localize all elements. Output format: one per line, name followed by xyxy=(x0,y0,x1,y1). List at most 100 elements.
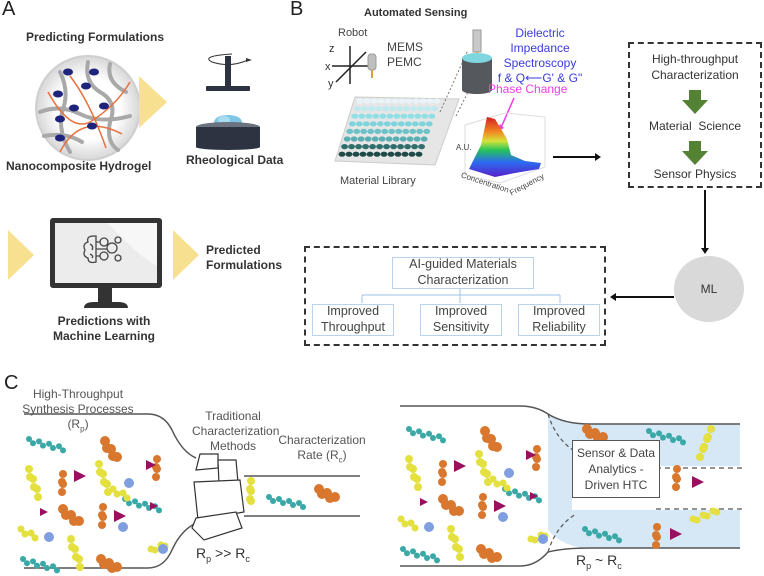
automated-sensing-title: Automated Sensing xyxy=(364,7,468,19)
synth-line2: Synthesis Processes (R xyxy=(22,402,134,431)
molecule-bead xyxy=(109,485,117,493)
molecule-bead xyxy=(40,560,46,567)
molecule-bead xyxy=(44,565,50,571)
molecule-bead xyxy=(119,489,127,497)
molecule-bead xyxy=(31,534,39,542)
well xyxy=(357,136,365,142)
well xyxy=(345,151,353,157)
molecule-bead xyxy=(286,498,292,504)
molecule-bead xyxy=(76,563,84,571)
well xyxy=(338,151,346,157)
molecule-bead xyxy=(424,555,430,561)
molecule-bead xyxy=(99,513,107,521)
molecule-bead xyxy=(420,550,426,557)
ai-guided-characterization-node: AI-guided Materials Characterization xyxy=(392,257,534,289)
molecule-bead xyxy=(650,432,656,439)
well xyxy=(376,144,383,150)
well xyxy=(390,121,398,127)
molecule-bead xyxy=(410,548,416,555)
well xyxy=(371,136,379,142)
well xyxy=(353,128,361,134)
molecule-triangle xyxy=(692,476,704,488)
well xyxy=(397,144,404,150)
panel-letter-b: B xyxy=(290,0,304,20)
dis-line2: Spectroscopy xyxy=(503,56,577,70)
ai-node-line1: AI-guided Materials xyxy=(409,257,517,272)
molecule-bead xyxy=(676,435,682,442)
molecule-bead xyxy=(410,430,416,437)
eq-left-a: R xyxy=(196,545,207,561)
pemc-label: PEMC xyxy=(387,55,422,69)
well xyxy=(350,136,358,142)
molecule-bead xyxy=(656,430,662,437)
molecule-bead xyxy=(414,552,420,559)
molecule-bead xyxy=(439,460,447,468)
molecule-bead xyxy=(672,483,680,491)
well xyxy=(420,136,428,142)
molecule-bead xyxy=(296,500,302,506)
well xyxy=(385,136,393,142)
molecule-bead xyxy=(653,523,661,531)
molecule-bead xyxy=(532,463,540,471)
improved-reliability-node: Improved Reliability xyxy=(518,304,600,336)
axis-y-label: y xyxy=(328,78,334,90)
molecule-bead xyxy=(455,545,463,553)
well xyxy=(382,106,389,112)
molecule-bead xyxy=(151,546,159,554)
molecule-triangle xyxy=(114,510,126,522)
molecule-bead xyxy=(30,558,36,565)
molecule-bead xyxy=(680,439,686,446)
well xyxy=(358,113,366,119)
well xyxy=(352,151,360,157)
trad-line2: Characterization xyxy=(192,424,280,438)
mems-pemc-label: MEMS PEMC xyxy=(387,40,423,70)
molecule-bead xyxy=(713,508,721,516)
molecule-bead xyxy=(300,504,306,510)
molecule-bead xyxy=(34,493,42,501)
well xyxy=(389,106,396,112)
green-down-arrow-icon xyxy=(682,141,708,165)
molecule-bead xyxy=(400,546,406,552)
dis-sensor-cup-icon xyxy=(462,29,492,94)
molecule-bead xyxy=(33,485,41,493)
molecule-bead xyxy=(440,437,446,444)
well xyxy=(395,128,403,134)
molecule-bead xyxy=(99,470,107,478)
well xyxy=(428,113,436,119)
improved-reliability-line2: Reliability xyxy=(532,320,586,334)
molecule-bead xyxy=(586,530,592,537)
molecule-bead xyxy=(136,502,142,509)
monitor-ml-icon xyxy=(50,218,162,308)
molecule-bead xyxy=(454,506,464,516)
molecule-bead xyxy=(405,455,413,463)
arrow-right-icon xyxy=(553,153,601,161)
molecule-bead xyxy=(58,488,66,496)
molecule-bead xyxy=(247,477,255,485)
molecule-bead xyxy=(30,440,36,447)
well xyxy=(386,113,394,119)
molecule-bead xyxy=(536,497,542,504)
synth-sub: p xyxy=(80,424,85,434)
well xyxy=(393,113,401,119)
well xyxy=(383,121,391,127)
molecule-bead xyxy=(596,532,602,539)
molecule-bead xyxy=(456,553,464,561)
well xyxy=(346,128,354,134)
molecule-bead xyxy=(132,498,138,505)
well xyxy=(383,144,390,150)
plot-au-label: A.U. xyxy=(456,143,472,152)
well xyxy=(360,128,368,134)
molecule-bead xyxy=(592,528,598,535)
improved-throughput-node: Improved Throughput xyxy=(312,304,394,336)
well xyxy=(392,136,400,142)
well xyxy=(404,144,411,150)
well xyxy=(407,113,415,119)
eq-left-op: >> xyxy=(211,545,236,561)
material-library-plate xyxy=(334,96,460,166)
molecule-bead xyxy=(504,468,514,478)
molecule-bead xyxy=(475,450,483,458)
molecule-bead xyxy=(401,520,409,528)
molecule-bead xyxy=(533,445,541,453)
chevron-arrow-icon xyxy=(8,230,34,280)
molecule-bead xyxy=(531,536,539,544)
